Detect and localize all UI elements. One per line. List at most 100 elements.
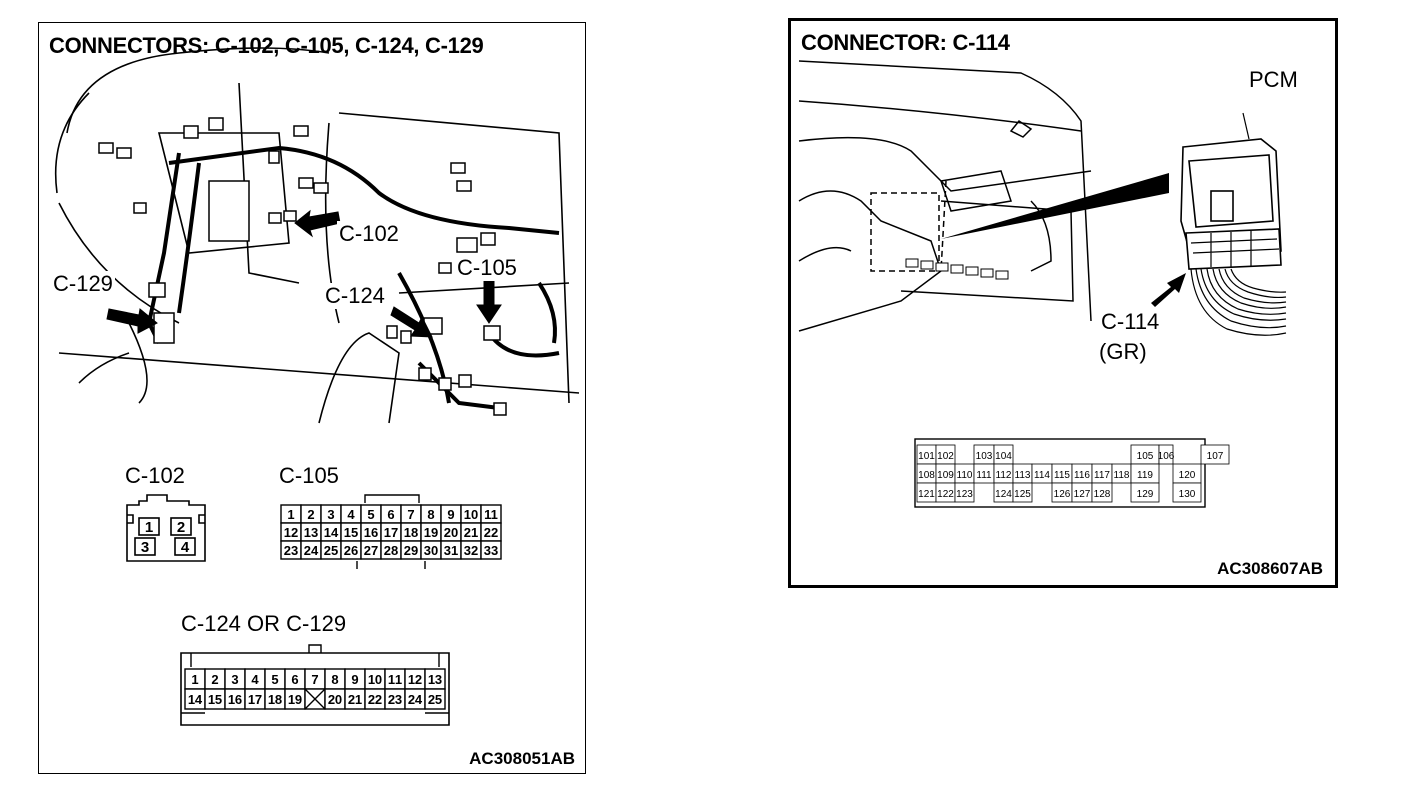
callout-c124: C-124 xyxy=(323,283,387,309)
c124-pin-number: 15 xyxy=(208,692,222,707)
c114-pin-number: 115 xyxy=(1054,470,1070,481)
c105-pin-number: 1 xyxy=(287,507,294,522)
c105-pin-number: 16 xyxy=(364,525,378,540)
c114-pin-number: 116 xyxy=(1074,470,1090,481)
c124-pin-number: 22 xyxy=(368,692,382,707)
c124-pin-number: 7 xyxy=(311,672,318,687)
c114-pin-cell xyxy=(954,482,975,503)
c105-pin-number: 29 xyxy=(404,543,418,558)
c114-pin-cell xyxy=(1091,482,1113,503)
c114-pin-number: 106 xyxy=(1158,451,1175,462)
c114-pin-number: 101 xyxy=(918,451,935,462)
c124-pin-number: 21 xyxy=(348,692,362,707)
c105-pin-number: 25 xyxy=(324,543,338,558)
c105-pin-number: 33 xyxy=(484,543,498,558)
c124-pin-number: 6 xyxy=(291,672,298,687)
c114-pin-number: 107 xyxy=(1207,451,1224,462)
c124-pin-number: 16 xyxy=(228,692,242,707)
c105-pin-number: 22 xyxy=(484,525,498,540)
c114-pin-number: 130 xyxy=(1179,489,1196,500)
c114-pin-number: 104 xyxy=(995,451,1012,462)
c114-pin-number: 113 xyxy=(1015,470,1031,481)
c114-pin-number: 110 xyxy=(957,470,973,481)
c105-pin-number: 21 xyxy=(464,525,478,540)
c124-pin-cell xyxy=(424,688,446,710)
callout-c105: C-105 xyxy=(455,255,519,281)
c105-pin-number: 28 xyxy=(384,543,398,558)
c124-pin-number: 2 xyxy=(211,672,218,687)
pcm-label: PCM xyxy=(1249,67,1298,92)
c124-pin-number: 8 xyxy=(331,672,338,687)
c124-pin-number: 3 xyxy=(231,672,238,687)
c114-pin-number: 109 xyxy=(937,470,954,481)
right-panel-title: CONNECTOR: C-114 xyxy=(801,30,1010,55)
c124-c129-label: C-124 OR C-129 xyxy=(181,611,347,636)
c114-pin-cell xyxy=(1172,482,1202,503)
c114-pin-number: 105 xyxy=(1137,451,1154,462)
c114-pin-number: 121 xyxy=(918,489,935,500)
c105-pin-number: 32 xyxy=(464,543,478,558)
c105-pin-number: 11 xyxy=(484,507,498,522)
c114-pin-number: 122 xyxy=(937,489,954,500)
c114-pin-cell xyxy=(1200,444,1230,465)
c124-pin-number: 25 xyxy=(428,692,442,707)
c114-pin-number: 108 xyxy=(918,470,935,481)
c102-label: C-102 xyxy=(125,463,185,488)
c102-connector-face: 1 2 3 4 xyxy=(126,494,206,562)
callout-c102: C-102 xyxy=(337,221,401,247)
c114-pin-number: 127 xyxy=(1074,489,1091,500)
c105-pin-number: 27 xyxy=(364,543,378,558)
c124-pin-number: 24 xyxy=(408,692,423,707)
c105-pin-number: 10 xyxy=(464,507,478,522)
c102-pin: 2 xyxy=(177,519,185,536)
c105-label: C-105 xyxy=(279,463,339,488)
c114-pin-number: 112 xyxy=(996,470,1012,481)
pcm-location-illustration xyxy=(798,60,1287,336)
c105-pin-number: 23 xyxy=(284,543,298,558)
c105-pin-cell xyxy=(480,540,502,560)
c124-pin-number: 12 xyxy=(408,672,422,687)
c114-pin-number: 118 xyxy=(1114,470,1130,481)
c102-pin: 1 xyxy=(145,519,153,536)
c114-pin-number: 114 xyxy=(1034,470,1050,481)
c114-pin-number: 120 xyxy=(1179,470,1196,481)
c105-pin-number: 26 xyxy=(344,543,358,558)
c124-pin-number: 20 xyxy=(328,692,342,707)
c114-pin-number: 129 xyxy=(1137,489,1154,500)
c114-pin-cell xyxy=(1130,482,1160,503)
right-diagram-panel: CONNECTOR: C-114 AC308607AB xyxy=(788,18,1338,588)
c114-pin-number: 102 xyxy=(937,451,954,462)
left-panel-title: CONNECTORS: C-102, C-105, C-124, C-129 xyxy=(49,33,484,58)
c124-unused-pin-mark xyxy=(304,688,326,710)
callout-c129: C-129 xyxy=(51,271,115,297)
c105-pin-number: 2 xyxy=(307,507,314,522)
c102-pin: 3 xyxy=(141,539,149,556)
c105-pin-number: 12 xyxy=(284,525,298,540)
c114-pin-cell xyxy=(1158,444,1174,465)
left-diagram-panel: CONNECTORS: C-102, C-105, C-124, C-129 A… xyxy=(38,22,586,774)
c124-pin-number: 17 xyxy=(248,692,262,707)
c105-pin-number: 5 xyxy=(367,507,374,522)
c124-pin-number: 10 xyxy=(368,672,382,687)
c114-label: C-114 xyxy=(1101,309,1160,334)
c114-pin-number: 123 xyxy=(956,489,973,500)
c105-pin-number: 8 xyxy=(427,507,434,522)
c105-pin-number: 20 xyxy=(444,525,458,540)
dashboard-wiring-illustration xyxy=(54,47,580,424)
c114-pin-number: 117 xyxy=(1094,470,1110,481)
c105-pin-number: 13 xyxy=(304,525,318,540)
c124-pin-number: 23 xyxy=(388,692,402,707)
c105-pin-number: 31 xyxy=(444,543,458,558)
c124-pin-number: 11 xyxy=(388,672,402,687)
c124-pin-number: 18 xyxy=(268,692,282,707)
c124-pin-number: 14 xyxy=(188,692,203,707)
c105-pin-number: 4 xyxy=(347,507,355,522)
c124-pin-number: 13 xyxy=(428,672,442,687)
c105-pin-number: 7 xyxy=(407,507,414,522)
c124-pin-number: 9 xyxy=(351,672,358,687)
c114-pin-number: 125 xyxy=(1014,489,1031,500)
c105-pin-number: 24 xyxy=(304,543,319,558)
